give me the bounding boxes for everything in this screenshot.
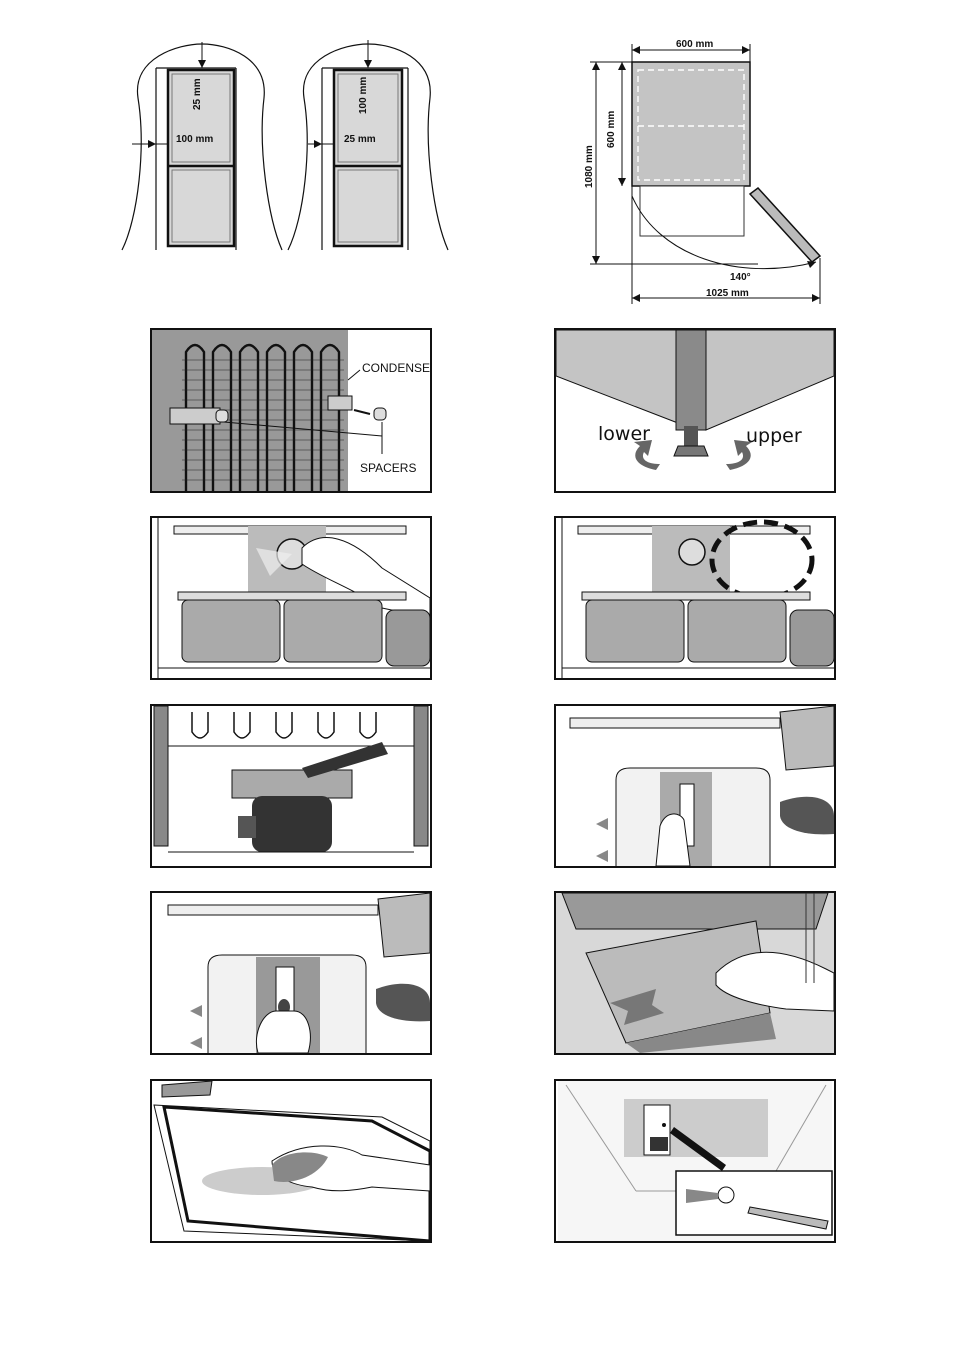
drain-hole-panel: [554, 1079, 836, 1243]
clearance-diagram: 25 mm 100 mm 100 mm 25 mm: [118, 38, 450, 252]
width-dimension: 600 mm: [676, 39, 713, 50]
left-side-clearance: 100 mm: [176, 134, 213, 145]
angle-label: 140°: [730, 272, 751, 283]
left-top-clearance: 25 mm: [192, 78, 203, 110]
right-side-clearance: 25 mm: [344, 134, 376, 145]
thermostat-highlight-panel: [554, 516, 836, 680]
depth-dimension: 600 mm: [606, 111, 617, 148]
height-dimension: 1080 mm: [584, 145, 595, 188]
condenser-panel: CONDENSER SPACERS: [150, 328, 432, 493]
spacers-label: SPACERS: [360, 461, 416, 475]
upper-label: upper: [746, 425, 802, 447]
compressor-panel: [150, 704, 432, 868]
bulb-replacement-panel: [150, 891, 432, 1055]
cleaning-panel: [150, 1079, 432, 1243]
right-top-clearance: 100 mm: [358, 77, 369, 114]
lamp-cover-panel: [554, 704, 836, 868]
crisper-drawer-panel: [554, 891, 836, 1055]
swing-dimension: 1025 mm: [706, 288, 749, 299]
door-swing-diagram: 600 mm 600 mm 1080 mm 140° 1025 mm: [578, 36, 832, 304]
thermostat-dial-panel: [150, 516, 432, 680]
condenser-label: CONDENSER: [362, 361, 430, 375]
leveling-foot-panel: lower upper: [554, 328, 836, 493]
